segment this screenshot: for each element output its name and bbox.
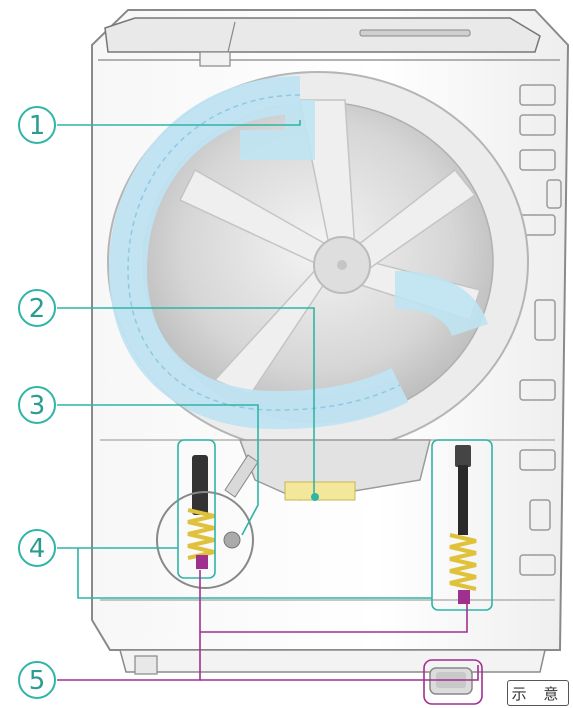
leader-lines-5 xyxy=(57,570,483,705)
callout-3: 3 xyxy=(18,386,56,424)
door-seal xyxy=(108,76,489,430)
leader-lines xyxy=(57,120,493,611)
leader-5c xyxy=(200,665,479,681)
side-vents xyxy=(519,84,562,576)
leader-1 xyxy=(57,120,301,126)
leader-3 xyxy=(57,404,259,536)
frame-4-left xyxy=(177,439,216,579)
callout-5: 5 xyxy=(18,661,56,699)
tub-bottom xyxy=(238,439,431,501)
machine-foot xyxy=(429,667,473,695)
callout-4: 4 xyxy=(18,529,56,567)
left-damper xyxy=(156,454,259,589)
leader-2 xyxy=(57,307,315,495)
frame-5-foot xyxy=(423,659,483,705)
leader-4b xyxy=(77,548,432,599)
right-damper xyxy=(449,445,477,604)
leader-5b xyxy=(200,604,468,633)
control-panel xyxy=(104,17,541,67)
schematic-note: 示 意 xyxy=(507,680,569,706)
callout-2: 2 xyxy=(18,289,56,327)
frame-4-right xyxy=(431,439,493,611)
callout-1: 1 xyxy=(18,106,56,144)
